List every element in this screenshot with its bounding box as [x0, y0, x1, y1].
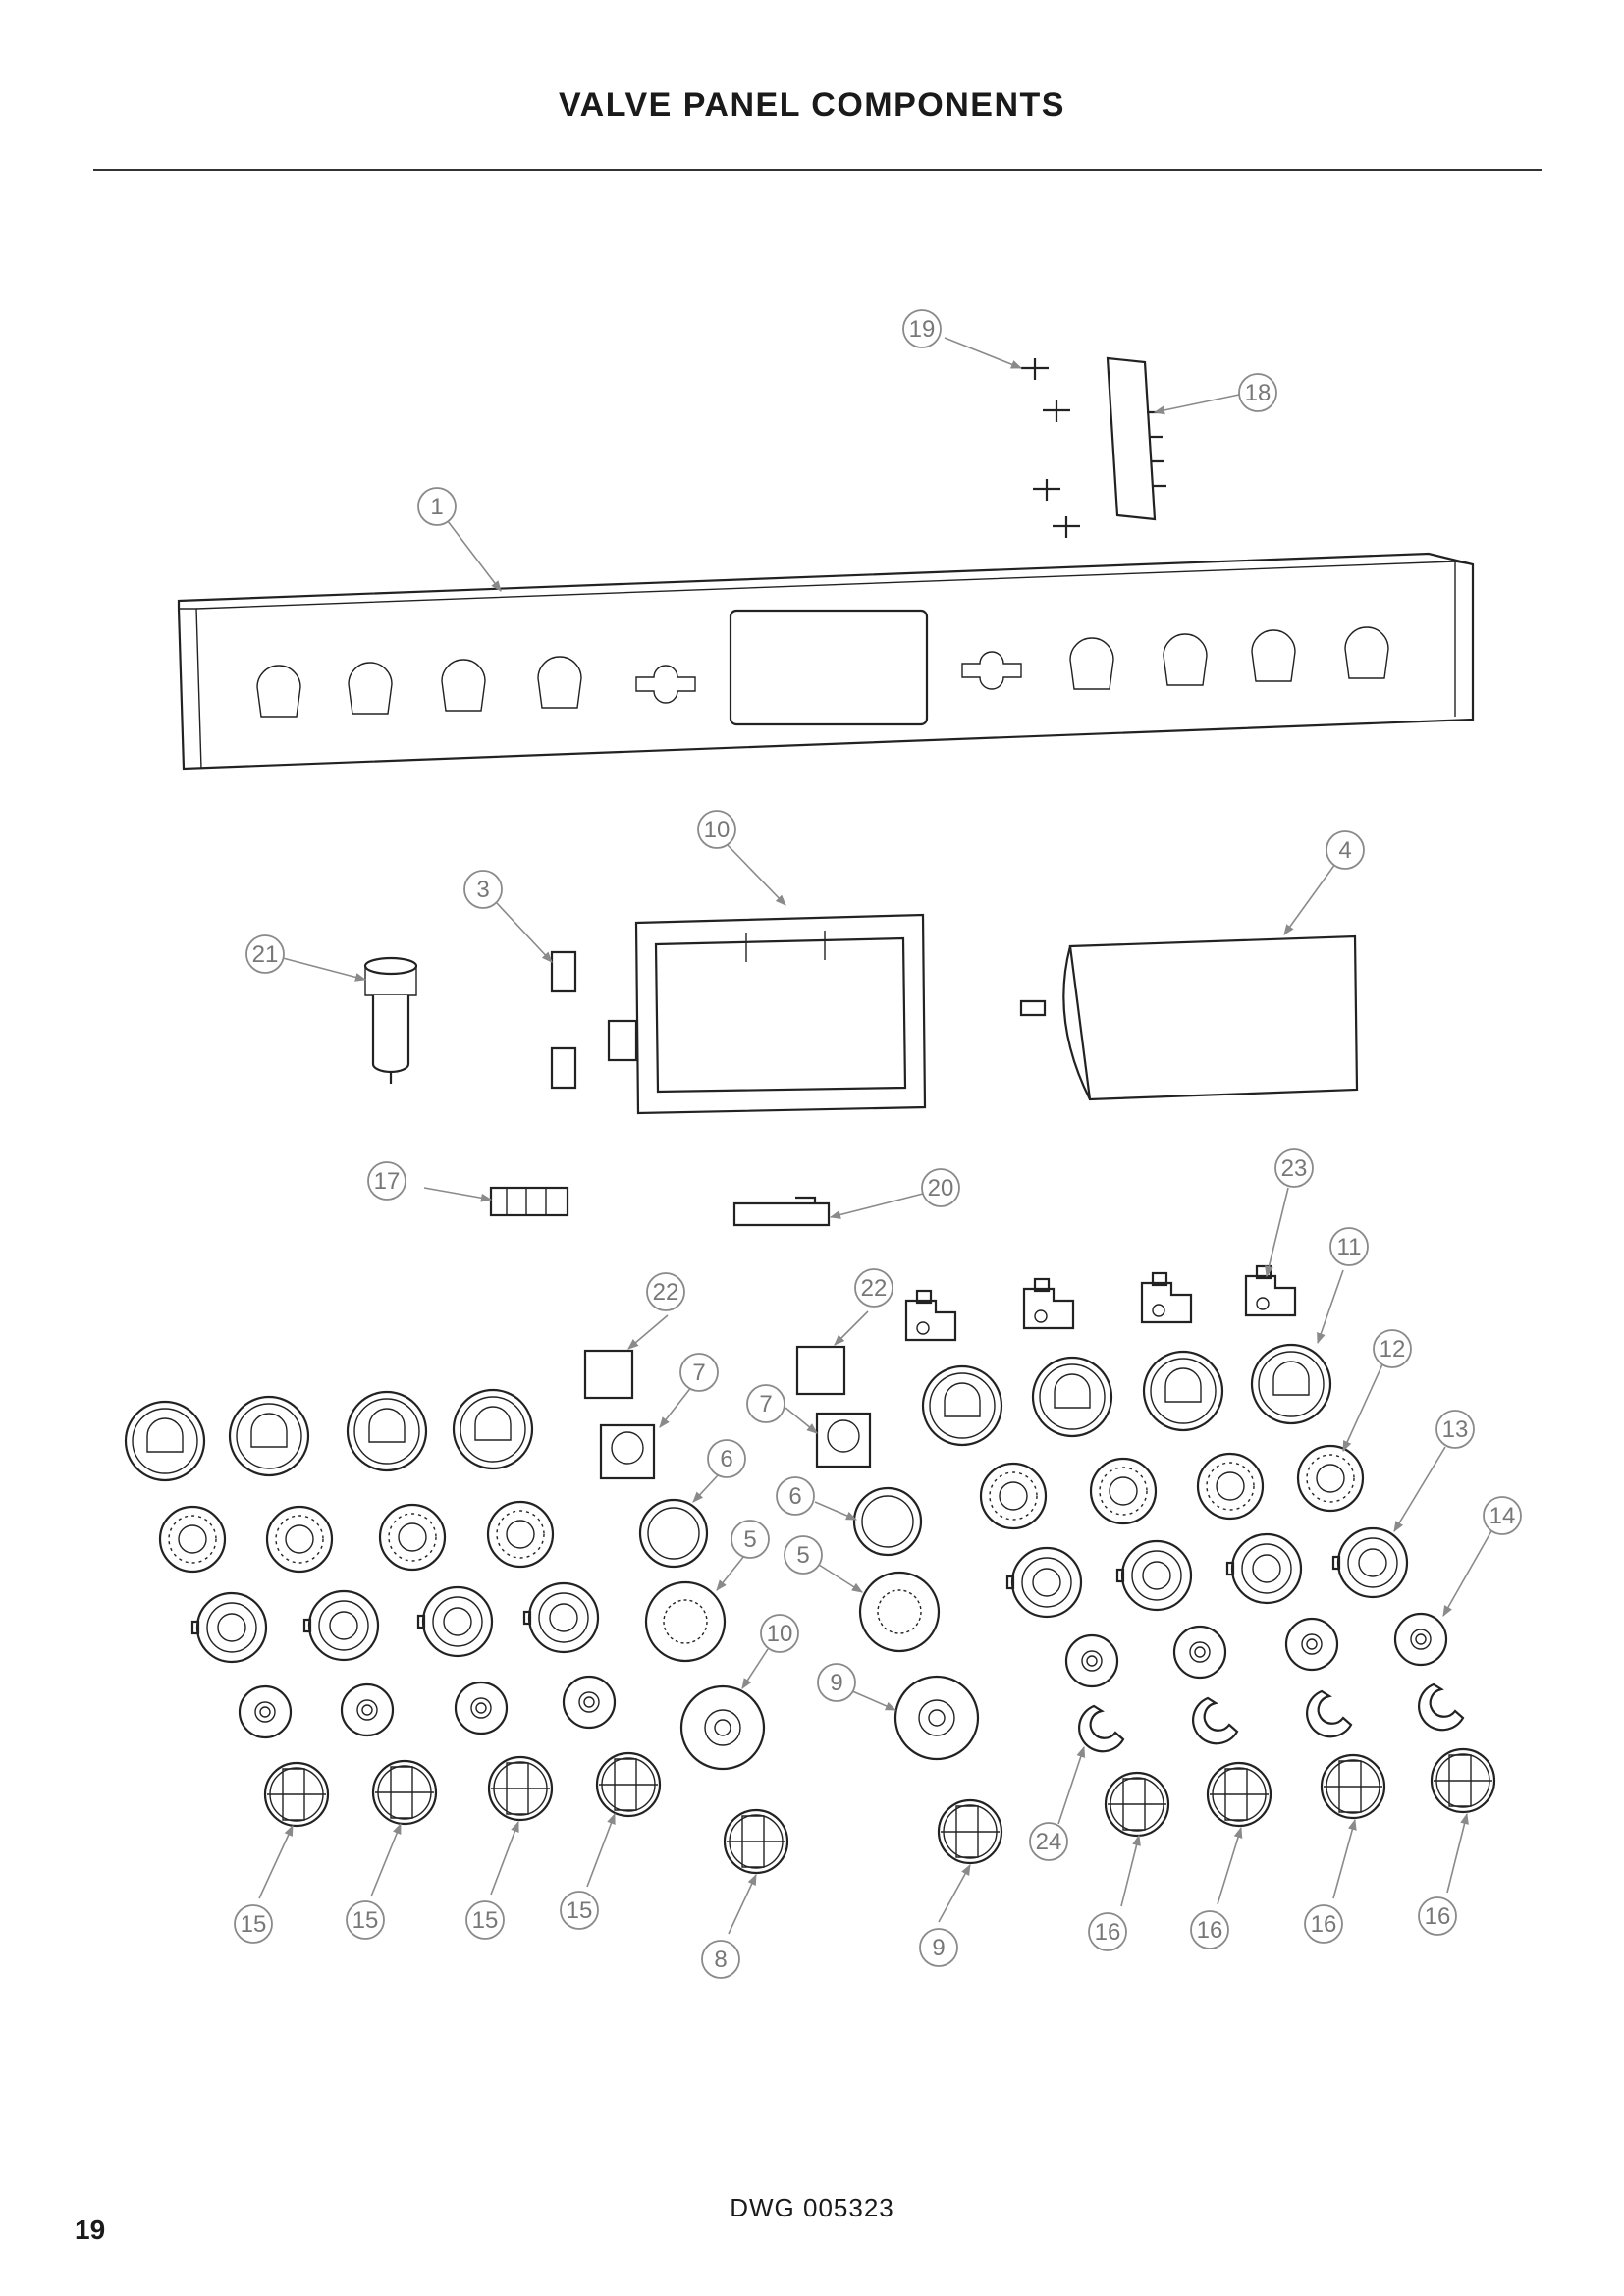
callout-bubble-16a: 16: [1088, 1912, 1127, 1951]
valve-panel-part-1: [177, 552, 1475, 771]
drawing-number: DWG 005323: [730, 2193, 894, 2222]
callout-bubble-6b: 6: [776, 1476, 815, 1516]
callout-bubble-22b: 22: [854, 1268, 893, 1308]
page-number: 19: [75, 2215, 106, 2245]
svg-text:5: 5: [796, 1542, 809, 1569]
svg-text:22: 22: [653, 1279, 679, 1306]
svg-text:15: 15: [241, 1911, 267, 1938]
display-cover-part-4: [1019, 934, 1359, 1101]
encoder-part-7: [599, 1412, 872, 1480]
callout-bubble-15d: 15: [560, 1891, 599, 1930]
callout-bubble-17: 17: [367, 1161, 406, 1201]
callout-bubble-19: 19: [902, 309, 942, 348]
display-frame-part-2: [607, 913, 927, 1115]
callout-bubble-14: 14: [1483, 1496, 1522, 1535]
callout-bubble-4: 4: [1326, 830, 1365, 870]
callout-bubble-11: 11: [1329, 1227, 1369, 1266]
callout-bubble-5a: 5: [731, 1520, 770, 1559]
callout-bubble-7b: 7: [746, 1384, 785, 1423]
callout-bubble-18: 18: [1238, 373, 1277, 412]
svg-text:6: 6: [788, 1483, 801, 1510]
standoff-pins-part-19: [1021, 358, 1080, 538]
svg-text:16: 16: [1197, 1917, 1223, 1944]
ring-part-8: [893, 1675, 980, 1761]
svg-text:16: 16: [1311, 1911, 1337, 1938]
connector-part-20: [732, 1196, 831, 1227]
ring-part-5: [644, 1571, 941, 1663]
callout-leaders: [258, 337, 1493, 1935]
svg-text:9: 9: [932, 1935, 945, 1961]
callout-bubble-2: 10: [697, 810, 736, 849]
svg-text:23: 23: [1281, 1155, 1308, 1182]
svg-text:22: 22: [861, 1275, 888, 1302]
callout-bubble-16c: 16: [1304, 1904, 1343, 1944]
callout-bubble-8: 9: [817, 1663, 856, 1702]
rotary-switch-part-21: [363, 956, 418, 1084]
page-title: VALVE PANEL COMPONENTS: [559, 86, 1065, 124]
clip-part-24: [1077, 1682, 1465, 1753]
callout-bubble-15b: 15: [346, 1900, 385, 1940]
callout-bubble-9a: 8: [701, 1940, 740, 1979]
svg-text:3: 3: [476, 877, 489, 903]
callout-bubble-20: 20: [921, 1168, 960, 1207]
callout-bubble-23: 23: [1274, 1148, 1314, 1188]
valve-bracket-part-23: [904, 1264, 1297, 1342]
svg-text:18: 18: [1245, 380, 1272, 406]
svg-text:15: 15: [352, 1907, 379, 1934]
callout-bubble-5b: 5: [784, 1535, 823, 1575]
svg-text:1: 1: [430, 494, 443, 520]
svg-text:11: 11: [1337, 1234, 1362, 1260]
svg-text:14: 14: [1489, 1503, 1516, 1529]
callout-bubble-21: 21: [245, 934, 285, 974]
svg-text:16: 16: [1425, 1903, 1451, 1930]
svg-text:8: 8: [714, 1947, 727, 1973]
callout-bubble-9b: 9: [919, 1928, 958, 1967]
switch-part-3: [550, 950, 577, 1090]
svg-text:12: 12: [1380, 1336, 1406, 1362]
callout-bubble-3: 3: [463, 870, 503, 909]
ring-part-10: [679, 1684, 766, 1771]
callout-bubble-24: 24: [1029, 1822, 1068, 1861]
svg-text:5: 5: [743, 1526, 756, 1553]
ring-part-6: [638, 1486, 923, 1569]
svg-text:4: 4: [1338, 837, 1351, 864]
callout-bubble-7a: 7: [679, 1353, 719, 1392]
terminal-block-part-17: [489, 1186, 569, 1217]
svg-text:7: 7: [692, 1360, 705, 1386]
knobs: [263, 1747, 1496, 1875]
svg-text:6: 6: [720, 1446, 732, 1472]
callout-bubble-16d: 16: [1418, 1896, 1457, 1936]
svg-text:13: 13: [1442, 1416, 1469, 1443]
svg-text:7: 7: [759, 1391, 772, 1417]
callout-bubble-22a: 22: [646, 1272, 685, 1311]
svg-text:10: 10: [704, 817, 731, 843]
callout-bubble-6a: 6: [707, 1439, 746, 1478]
callout-bubble-12: 12: [1373, 1329, 1412, 1368]
callout-bubble-1: 1: [417, 487, 457, 526]
svg-text:19: 19: [909, 316, 936, 343]
callout-bubble-10: 10: [760, 1614, 799, 1653]
encoder-board-part-22: [583, 1345, 846, 1400]
svg-text:9: 9: [830, 1670, 842, 1696]
control-board-part-18: [1106, 356, 1166, 521]
callout-bubble-16b: 16: [1190, 1910, 1229, 1949]
callout-bubble-13: 13: [1435, 1410, 1475, 1449]
callout-bubble-15c: 15: [465, 1900, 505, 1940]
svg-text:10: 10: [767, 1621, 793, 1647]
callout-bubble-15a: 15: [234, 1904, 273, 1944]
title-divider: [93, 169, 1542, 171]
svg-text:20: 20: [928, 1175, 954, 1201]
svg-text:17: 17: [374, 1168, 401, 1195]
svg-text:15: 15: [472, 1907, 499, 1934]
svg-text:24: 24: [1036, 1829, 1062, 1855]
svg-text:21: 21: [252, 941, 279, 968]
svg-text:16: 16: [1095, 1919, 1121, 1946]
svg-text:15: 15: [567, 1897, 593, 1924]
